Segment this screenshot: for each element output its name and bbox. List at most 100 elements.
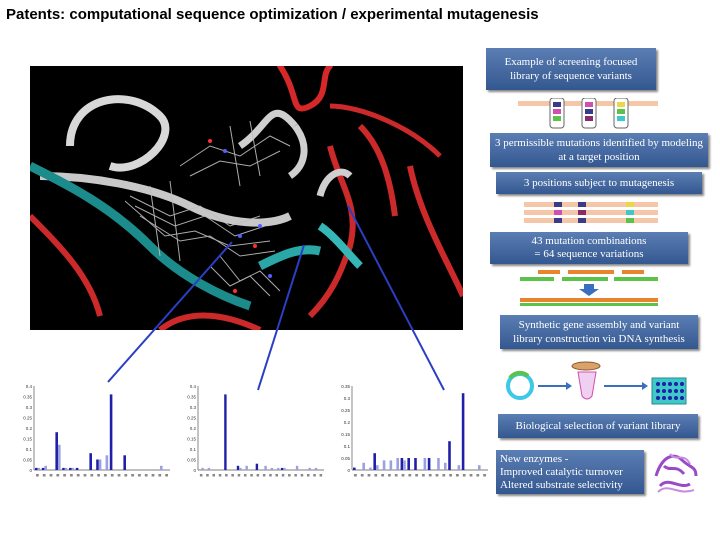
bar-series-2 (477, 465, 481, 470)
x-tick-mark (97, 474, 100, 477)
bar-series-2 (389, 460, 393, 470)
bar-series-1 (255, 463, 259, 470)
bar-series-1 (89, 453, 92, 470)
x-tick-mark (408, 474, 412, 477)
catalytic-turnover-label: Improved catalytic turnover (500, 465, 623, 478)
x-tick-mark (428, 474, 432, 477)
x-tick-mark (415, 474, 418, 477)
sequence-positions-graphic (524, 202, 658, 223)
bar-series-2 (207, 467, 211, 470)
x-tick-mark (212, 474, 216, 477)
x-tick-mark (76, 474, 80, 477)
x-tick-mark (237, 474, 241, 477)
bar-series-2 (201, 467, 204, 470)
step-synthesis-label: Synthetic gene assembly and variant libr… (513, 319, 685, 345)
bar-series-1 (427, 458, 431, 470)
step-permissible-mutations-label: 3 permissible mutations identified by mo… (494, 137, 704, 163)
x-tick-mark (83, 474, 87, 477)
bar-series-2 (57, 444, 61, 470)
x-tick-mark (256, 474, 260, 477)
x-tick-mark (288, 474, 291, 477)
bar-series-2 (283, 467, 286, 470)
step-synthesis-box: Synthetic gene assembly and variant libr… (500, 315, 698, 349)
x-tick-mark (367, 474, 371, 477)
bar-series-1 (96, 459, 99, 470)
bar-series-1 (400, 458, 404, 470)
bar-series-2 (382, 460, 386, 470)
bar-series-1 (461, 393, 465, 470)
x-tick-mark (218, 474, 222, 477)
bar-series-2 (375, 465, 379, 470)
bar-series-1 (35, 467, 38, 470)
y-tick-label: 0.05 (341, 456, 350, 461)
bar-series-1 (280, 467, 284, 470)
page-title: Patents: computational sequence optimiza… (6, 6, 539, 23)
y-tick-label: 0 (29, 468, 32, 473)
x-tick-mark (294, 474, 297, 477)
x-tick-mark (300, 474, 304, 477)
bar-series-1 (414, 458, 417, 470)
bar-series-1 (123, 455, 126, 470)
connector-line-1 (107, 241, 233, 383)
bar-series-1 (55, 432, 58, 470)
x-tick-mark (131, 474, 134, 477)
y-tick-label: 0.1 (26, 447, 33, 452)
x-tick-mark (231, 474, 234, 477)
step-screening-box: Example of screening focused library of … (486, 48, 656, 90)
bar-series-1 (109, 394, 113, 470)
y-tick-label: 0.4 (26, 384, 33, 389)
x-tick-mark (449, 474, 452, 477)
bar-series-2 (37, 467, 41, 470)
x-tick-mark (360, 474, 364, 477)
y-tick-label: 0.15 (187, 437, 196, 442)
x-tick-mark (117, 474, 121, 477)
y-tick-label: 0.35 (341, 384, 350, 389)
connector-line-2 (257, 244, 305, 391)
y-tick-label: 0.25 (187, 416, 196, 421)
y-tick-label: 0 (347, 468, 350, 473)
substrate-selectivity-label: Altered substrate selectivity (500, 478, 623, 491)
x-tick-mark (110, 474, 114, 477)
enzyme-structure-graphic (654, 453, 698, 493)
bar-series-1 (75, 467, 79, 470)
bar-series-1 (353, 467, 356, 470)
bar-series-2 (362, 462, 365, 470)
x-tick-mark (165, 474, 168, 477)
bar-series-1 (224, 394, 227, 470)
x-tick-mark (483, 474, 486, 477)
new-enzymes-label: New enzymes - (500, 452, 569, 465)
step-permissible-mutations-box: 3 permissible mutations identified by mo… (490, 133, 708, 167)
bar-series-2 (396, 458, 399, 470)
step-combinations-label: 43 mutation combinations (531, 235, 647, 247)
bar-series-2 (159, 465, 163, 470)
y-tick-label: 0.3 (344, 396, 351, 401)
step-variations-label: = 64 sequence variations (534, 248, 644, 260)
x-tick-mark (388, 474, 391, 477)
bar-series-2 (295, 465, 299, 470)
x-tick-mark (442, 474, 446, 477)
bar-series-2 (276, 467, 280, 470)
x-tick-mark (243, 474, 247, 477)
x-tick-mark (250, 474, 253, 477)
step-positions-box: 3 positions subject to mutagenesis (496, 172, 702, 194)
bar-series-2 (264, 465, 267, 470)
x-tick-mark (269, 474, 272, 477)
x-tick-mark (306, 474, 310, 477)
bar-chart-1: 0.40.350.30.250.20.150.10.050 (23, 384, 170, 477)
x-tick-mark (144, 474, 148, 477)
bar-series-2 (423, 458, 427, 470)
x-tick-mark (313, 474, 316, 477)
bar-chart-2: 0.40.350.30.250.20.150.10.050 (187, 384, 324, 477)
x-tick-mark (70, 474, 73, 477)
x-tick-mark (138, 474, 141, 477)
bar-series-2 (71, 467, 75, 470)
y-tick-label: 0.25 (23, 416, 32, 421)
connector-line-3 (347, 205, 445, 391)
bar-series-2 (105, 455, 109, 470)
step-selection-box: Biological selection of variant library (498, 414, 698, 438)
x-tick-mark (281, 474, 285, 477)
bar-series-2 (437, 458, 440, 470)
y-tick-label: 0.15 (23, 437, 32, 442)
x-tick-mark (381, 474, 384, 477)
